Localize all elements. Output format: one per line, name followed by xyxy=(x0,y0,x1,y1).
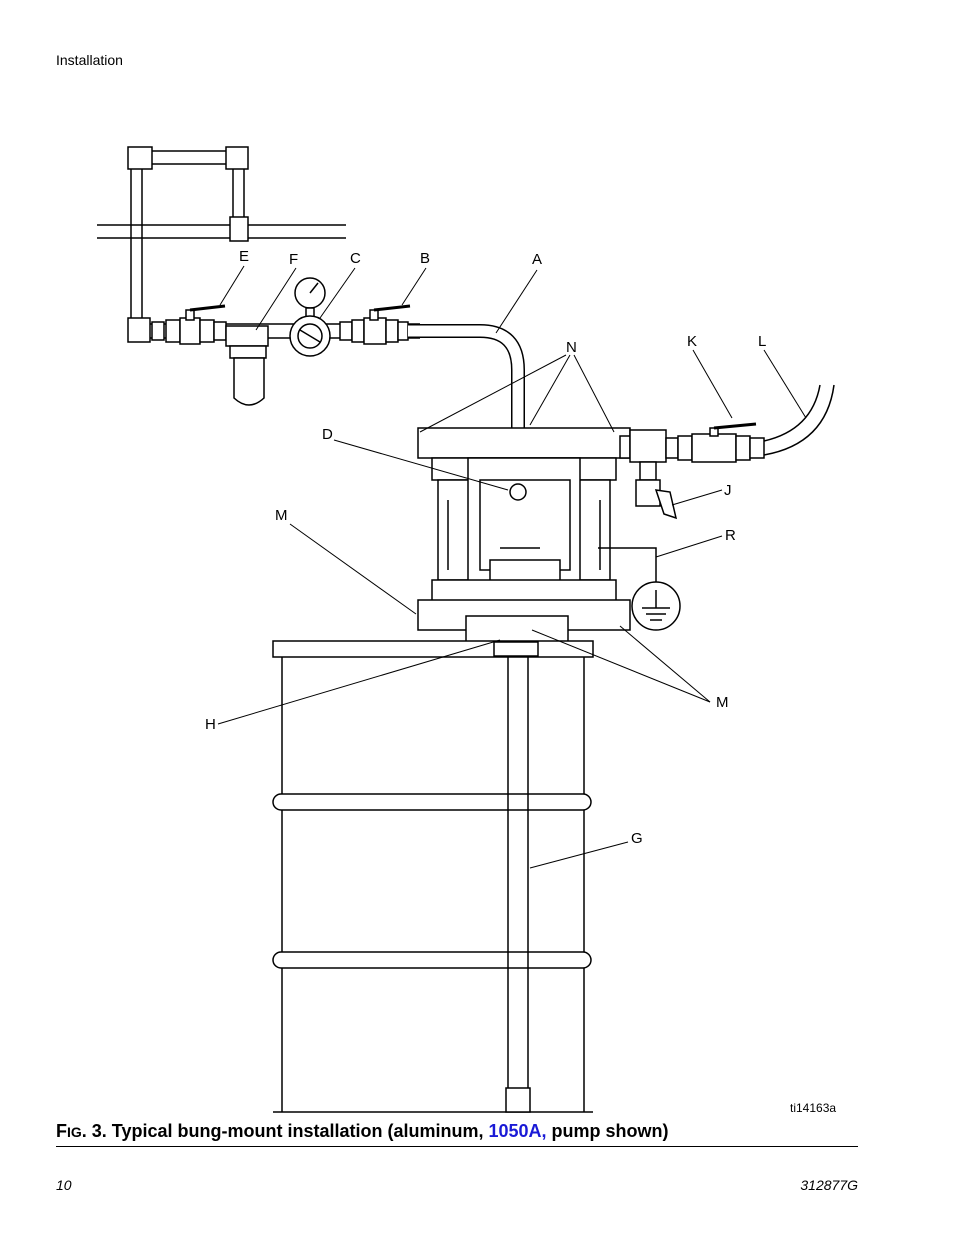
callout-k: K xyxy=(687,333,698,350)
drum xyxy=(272,640,594,1113)
callout-h: H xyxy=(205,716,216,733)
callout-r: R xyxy=(725,527,736,544)
document-number: 312877G xyxy=(800,1177,858,1193)
callout-d: D xyxy=(322,426,333,443)
callout-b: B xyxy=(420,250,431,267)
caption-prefix-rest: . 3. Typical bung-mount installation (al… xyxy=(81,1121,489,1141)
callout-a: A xyxy=(532,251,543,268)
pump-body xyxy=(417,427,631,643)
caption-divider xyxy=(56,1146,858,1147)
callout-l: L xyxy=(758,333,767,350)
air-line-fittings xyxy=(151,317,409,345)
bleed-valve-b xyxy=(369,304,411,321)
callout-c: C xyxy=(350,250,361,267)
leader-lines xyxy=(217,265,807,869)
air-filter xyxy=(225,325,269,406)
figure-caption: FIG. 3. Typical bung-mount installation … xyxy=(56,1121,669,1142)
model-link[interactable]: 1050A, xyxy=(488,1121,547,1141)
callout-e: E xyxy=(239,248,250,265)
air-regulator xyxy=(289,277,331,357)
callout-m-upper: M xyxy=(275,507,288,524)
running-header: Installation xyxy=(56,52,123,68)
figure-id: ti14163a xyxy=(790,1101,837,1115)
air-hose xyxy=(408,324,525,480)
callout-g: G xyxy=(631,830,643,847)
ground-wire xyxy=(598,547,681,631)
callout-n: N xyxy=(566,339,577,356)
caption-prefix-first: F xyxy=(56,1121,67,1141)
fluid-outlet-piping xyxy=(619,422,765,520)
caption-prefix-sc: IG xyxy=(67,1124,82,1140)
page-number: 10 xyxy=(56,1177,72,1193)
caption-suffix: pump shown) xyxy=(546,1121,669,1141)
callout-m-lower: M xyxy=(716,694,729,711)
bleed-valve-e xyxy=(185,304,226,321)
fluid-hose xyxy=(763,384,835,456)
callout-j: J xyxy=(724,482,732,499)
suction-tube xyxy=(493,641,539,1113)
callout-f: F xyxy=(289,251,299,268)
